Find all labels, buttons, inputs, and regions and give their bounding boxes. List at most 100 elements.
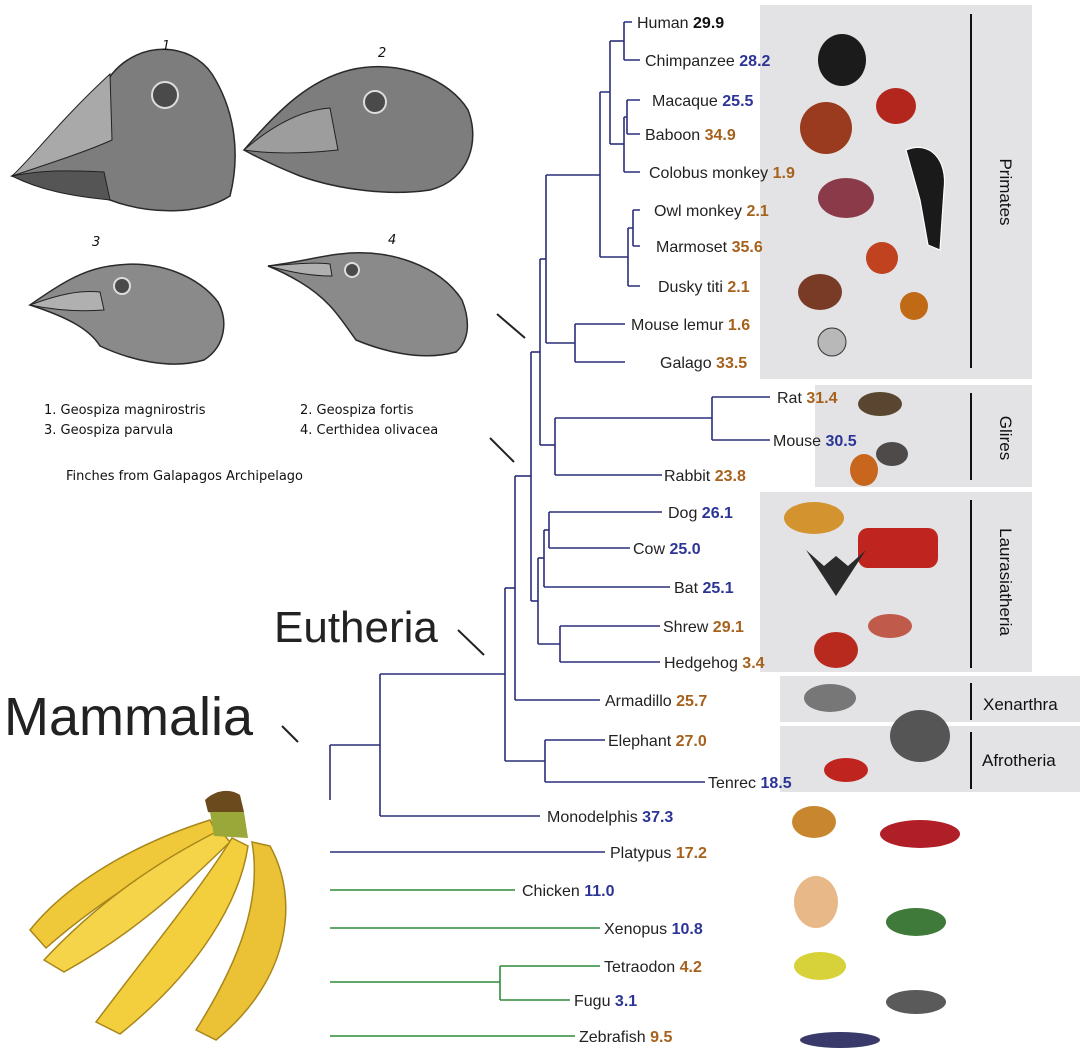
primates-box: [760, 5, 1032, 379]
clade-label-xenarthra: Xenarthra: [983, 695, 1058, 714]
taxon-value: 31.4: [806, 390, 837, 407]
taxon-value: 33.5: [716, 355, 747, 372]
taxon-name: Platypus: [610, 845, 676, 862]
mammalia-label: Mammalia: [4, 687, 254, 747]
taxon-name: Rat: [777, 390, 806, 407]
taxon-name: Mouse: [773, 433, 825, 450]
taxon-shrew: Shrew 29.1: [663, 619, 744, 636]
fugu-icon: [886, 990, 946, 1014]
taxon-name: Zebrafish: [579, 1029, 650, 1046]
taxon-value: 29.9: [693, 15, 724, 32]
taxon-value: 27.0: [676, 733, 707, 750]
taxon-dog: Dog 26.1: [668, 505, 733, 522]
taxon-value: 1.9: [773, 165, 795, 182]
zebrafish-icon: [800, 1032, 880, 1048]
taxon-name: Bat: [674, 580, 702, 597]
taxon-value: 35.6: [732, 239, 763, 256]
taxon-name: Macaque: [652, 93, 722, 110]
finch-number-1: 1: [162, 39, 170, 54]
taxon-fugu: Fugu 3.1: [574, 993, 637, 1010]
taxon-rabbit: Rabbit 23.8: [664, 468, 746, 485]
taxon-name: Shrew: [663, 619, 713, 636]
taxon-name: Rabbit: [664, 468, 715, 485]
taxon-chimpanzee: Chimpanzee 28.2: [645, 53, 771, 70]
taxon-galago: Galago 33.5: [660, 355, 747, 372]
opossum-icon: [792, 806, 836, 838]
taxon-cow: Cow 25.0: [633, 541, 701, 558]
baboon-icon: [800, 102, 852, 154]
taxon-name: Baboon: [645, 127, 705, 144]
frog-icon: [886, 908, 946, 936]
macaque-icon: [876, 88, 916, 124]
taxon-value: 10.8: [672, 921, 703, 938]
finch-3: [30, 264, 224, 364]
taxon-value: 3.1: [615, 993, 637, 1010]
finch-number-3: 3: [92, 235, 100, 250]
taxon-value: 17.2: [676, 845, 707, 862]
finch-name-2: 2. Geospiza fortis: [300, 403, 414, 418]
taxon-elephant: Elephant 27.0: [608, 733, 707, 750]
clade-label-laurasiatheria: Laurasiatheria: [996, 528, 1015, 636]
taxon-tenrec: Tenrec 18.5: [708, 775, 792, 792]
chicken-icon: [794, 876, 838, 928]
taxon-platypus: Platypus 17.2: [610, 845, 707, 862]
taxon-name: Human: [637, 15, 693, 32]
taxon-name: Monodelphis: [547, 809, 642, 826]
platypus-icon: [880, 820, 960, 848]
finch-4: [268, 253, 467, 356]
tenrec-icon: [824, 758, 868, 782]
taxon-value: 3.4: [742, 655, 764, 672]
finch-1: [12, 49, 235, 211]
taxon-name: Elephant: [608, 733, 676, 750]
taxon-chicken: Chicken 11.0: [522, 883, 615, 900]
taxon-value: 25.1: [702, 580, 733, 597]
taxon-value: 2.1: [746, 203, 768, 220]
taxon-value: 23.8: [715, 468, 746, 485]
rabbit-icon: [850, 454, 878, 486]
taxon-name: Hedgehog: [664, 655, 742, 672]
taxon-name: Xenopus: [604, 921, 672, 938]
hedgehog-icon: [814, 632, 858, 668]
taxon-value: 25.7: [676, 693, 707, 710]
taxon-value: 25.0: [669, 541, 700, 558]
taxon-name: Chimpanzee: [645, 53, 739, 70]
taxon-marmoset: Marmoset 35.6: [656, 239, 763, 256]
lemur-icon: [900, 292, 928, 320]
taxon-value: 1.6: [728, 317, 750, 334]
taxon-value: 34.9: [705, 127, 736, 144]
tetraodon-icon: [794, 952, 846, 980]
taxon-colobus-monkey: Colobus monkey 1.9: [649, 165, 795, 182]
taxon-value: 18.5: [760, 775, 791, 792]
taxon-value: 30.5: [825, 433, 856, 450]
taxon-macaque: Macaque 25.5: [652, 93, 754, 110]
finch-name-3: 3. Geospiza parvula: [44, 423, 173, 438]
elephant-icon: [890, 710, 950, 762]
taxon-mouse-lemur: Mouse lemur 1.6: [631, 317, 750, 334]
pointer-strokes: [282, 314, 525, 742]
taxon-human: Human 29.9: [637, 15, 724, 32]
finch-number-2: 2: [378, 46, 386, 61]
eutheria-label: Eutheria: [274, 603, 438, 652]
rat-icon: [858, 392, 902, 416]
finch-caption: Finches from Galapagos Archipelago: [66, 469, 303, 484]
titi-icon: [798, 274, 842, 310]
taxon-dusky-titi: Dusky titi 2.1: [658, 279, 750, 296]
armadillo-icon: [804, 684, 856, 712]
taxon-value: 9.5: [650, 1029, 672, 1046]
taxon-value: 25.5: [722, 93, 753, 110]
taxon-bat: Bat 25.1: [674, 580, 734, 597]
taxon-baboon: Baboon 34.9: [645, 127, 736, 144]
taxon-name: Armadillo: [605, 693, 676, 710]
taxon-name: Cow: [633, 541, 669, 558]
dog-icon: [784, 502, 844, 534]
shrew-icon: [868, 614, 912, 638]
finch-name-1: 1. Geospiza magnirostris: [44, 403, 206, 418]
chimpanzee-icon: [818, 34, 866, 86]
taxon-name: Marmoset: [656, 239, 732, 256]
taxon-mouse: Mouse 30.5: [773, 433, 857, 450]
marmoset-icon: [866, 242, 898, 274]
taxon-name: Mouse lemur: [631, 317, 728, 334]
taxon-value: 29.1: [713, 619, 744, 636]
taxon-xenopus: Xenopus 10.8: [604, 921, 703, 938]
